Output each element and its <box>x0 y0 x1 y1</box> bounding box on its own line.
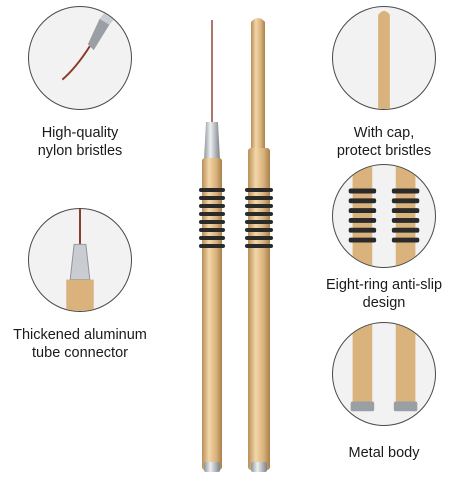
brush-tip-icon <box>61 7 126 81</box>
cap-icon <box>378 10 390 109</box>
feature-caption-connector: Thickened aluminum tube connector <box>0 326 160 362</box>
caption-line: High-quality <box>41 125 119 141</box>
caption-line: Eight-ring anti-slip <box>325 277 443 293</box>
ferrule-icon <box>66 209 94 311</box>
feature-caption-rings: Eight-ring anti-slip design <box>304 276 454 312</box>
feature-circle-rings <box>332 164 436 268</box>
feature-caption-metal: Metal body <box>304 444 454 462</box>
brush-with-bristles <box>199 20 225 472</box>
feature-caption-bristles: High-quality nylon bristles <box>0 124 160 160</box>
grip-rings-right <box>245 188 273 248</box>
caption-line: Metal body <box>348 445 420 461</box>
metal-handle-icon <box>350 323 418 412</box>
caption-line: tube connector <box>32 345 128 361</box>
feature-circle-metal <box>332 322 436 426</box>
grip-rings-icon <box>348 165 420 267</box>
brush-with-cap <box>245 18 273 472</box>
feature-circle-cap <box>332 6 436 110</box>
caption-line: design <box>362 295 406 311</box>
feature-circle-connector <box>28 208 132 312</box>
feature-caption-cap: With cap, protect bristles <box>304 124 454 160</box>
caption-line: With cap, <box>353 125 415 141</box>
caption-line: nylon bristles <box>37 143 123 159</box>
feature-circle-bristles <box>28 6 132 110</box>
caption-line: Thickened aluminum <box>13 327 147 343</box>
grip-rings-left <box>199 188 225 248</box>
caption-line: protect bristles <box>336 143 432 159</box>
